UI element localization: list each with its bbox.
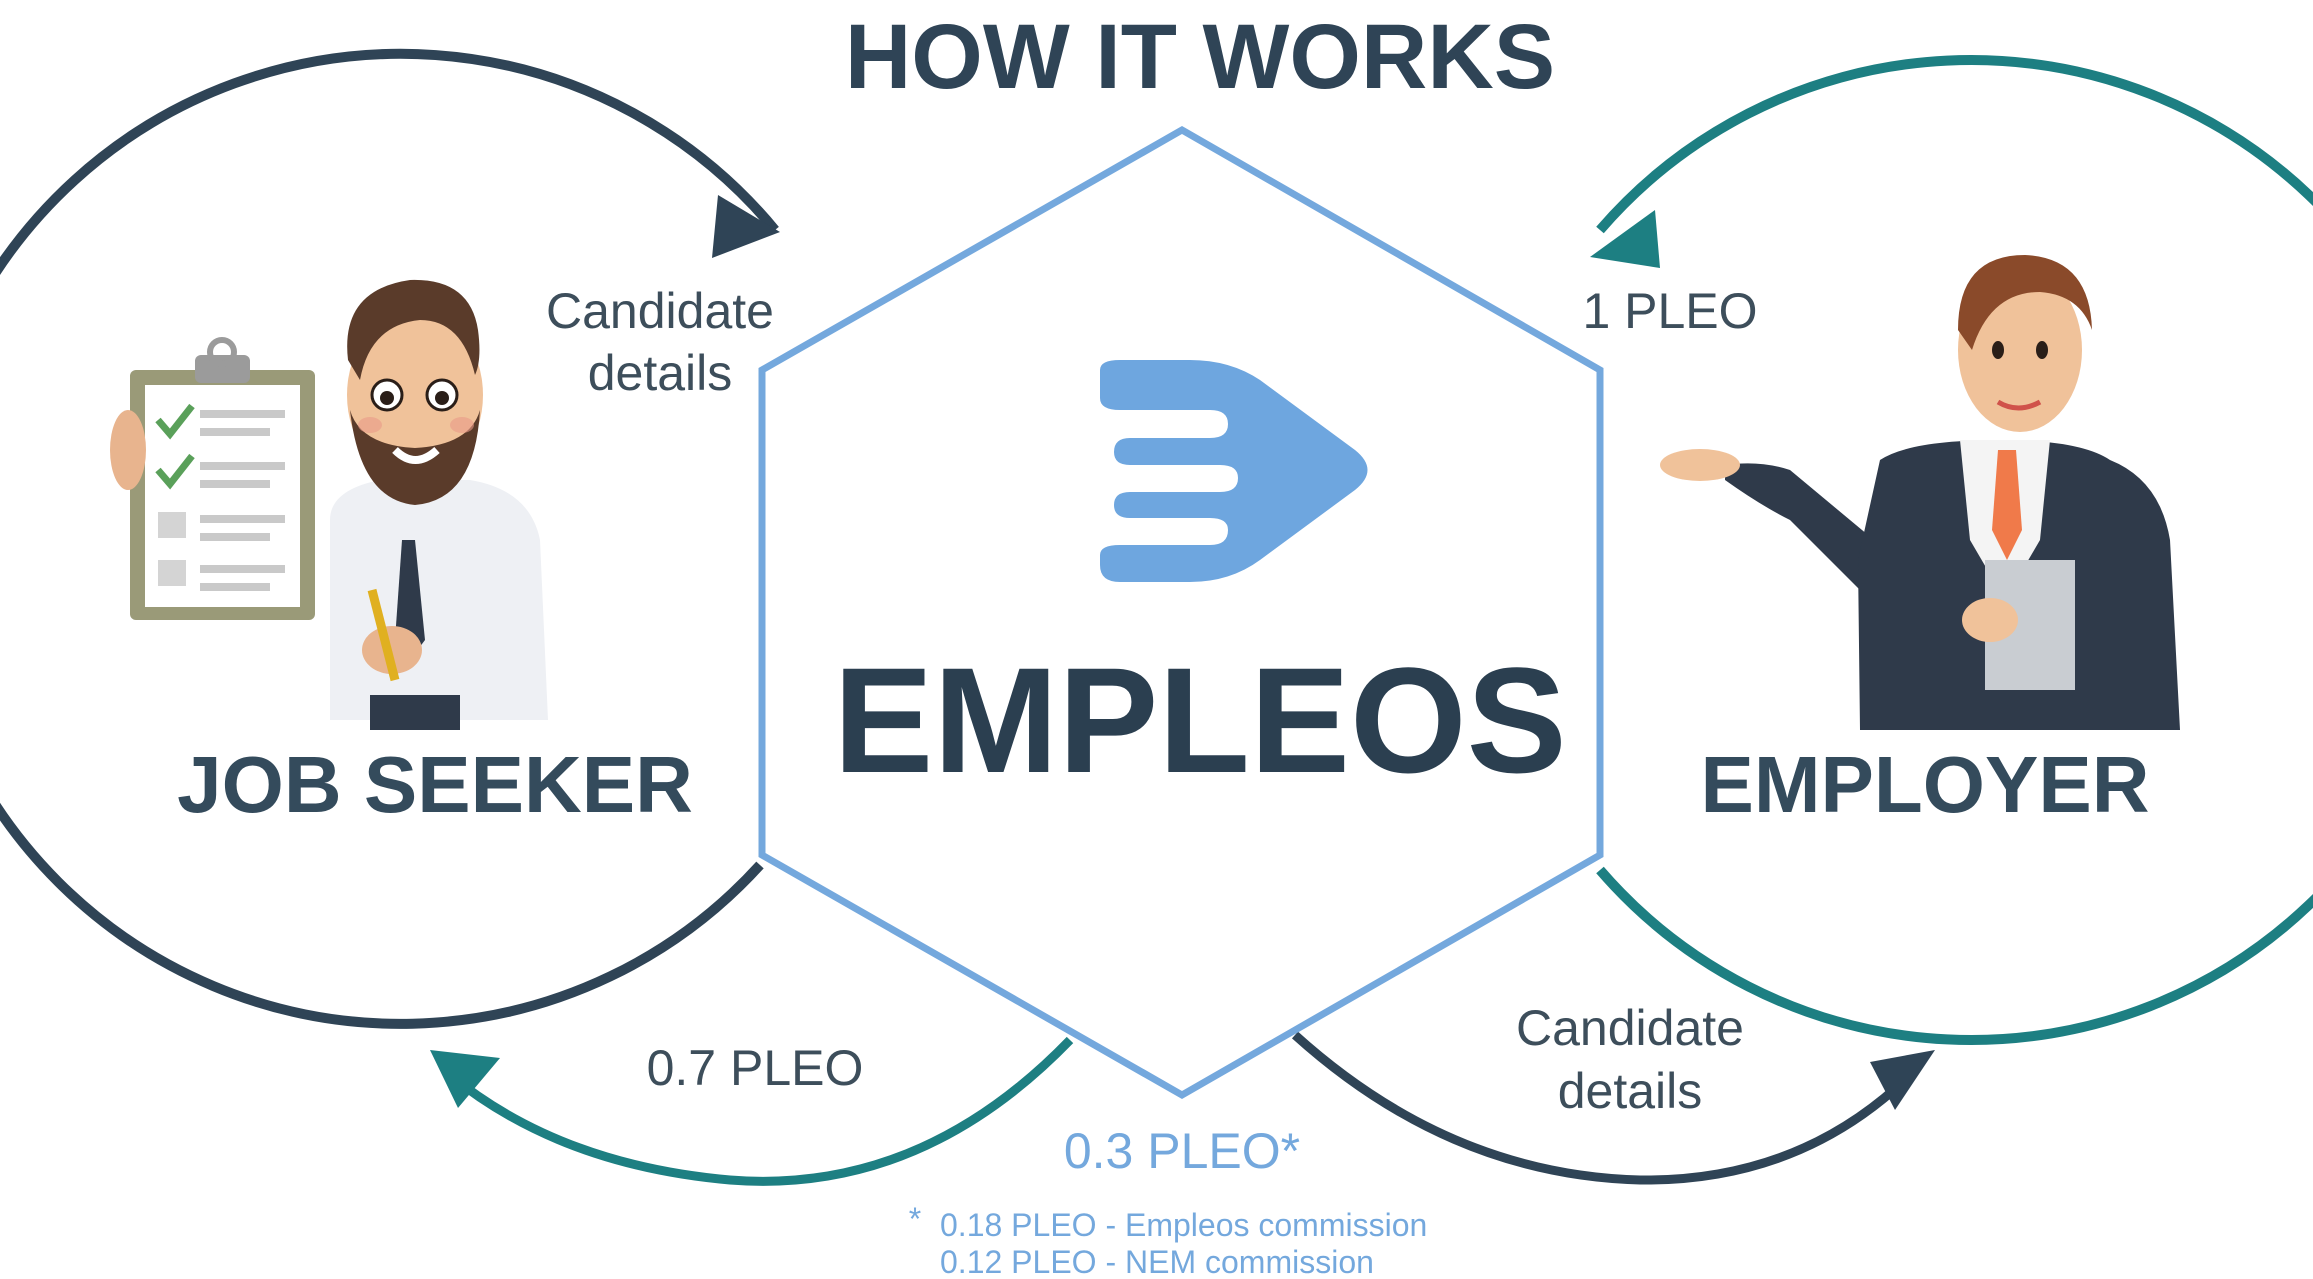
clipboard-icon	[130, 337, 315, 620]
candidate-details-label-top-line1: Candidate	[546, 283, 774, 339]
candidate-details-label-bottom-line1: Candidate	[1516, 1000, 1744, 1056]
arrow-head-icon	[712, 195, 780, 258]
fee-note-line2: 0.12 PLEO - NEM commission	[940, 1244, 1374, 1279]
employer-illustration	[1660, 255, 2180, 730]
arrow-payment-to-seeker	[447, 1036, 1074, 1186]
candidate-details-label-bottom-line2: details	[1558, 1063, 1703, 1119]
diagram-title: HOW IT WORKS	[845, 6, 1555, 108]
candidate-details-label-top-line2: details	[588, 345, 733, 401]
empleos-hexagon	[758, 125, 1604, 1100]
employer-circle	[1596, 55, 2313, 1045]
brand-name: EMPLEOS	[833, 636, 1566, 804]
arrow-head-icon	[1870, 1050, 1935, 1110]
one-pleo-label: 1 PLEO	[1582, 283, 1757, 339]
job-seeker-label: JOB SEEKER	[177, 740, 693, 829]
job-seeker-illustration	[110, 279, 548, 730]
fee-label: 0.3 PLEO*	[1064, 1123, 1300, 1179]
fee-note-asterisk: *	[909, 1201, 921, 1237]
employer-label: EMPLOYER	[1701, 740, 2150, 829]
fee-note-line1: 0.18 PLEO - Empleos commission	[940, 1207, 1427, 1243]
empleos-logo-icon	[1100, 360, 1368, 582]
arrow-head-icon	[430, 1050, 500, 1108]
arrow-head-icon	[1590, 210, 1660, 268]
job-seeker-circle	[0, 48, 779, 1029]
seeker-payment-label: 0.7 PLEO	[647, 1040, 864, 1096]
arrow-details-to-employer	[1291, 1031, 1914, 1185]
